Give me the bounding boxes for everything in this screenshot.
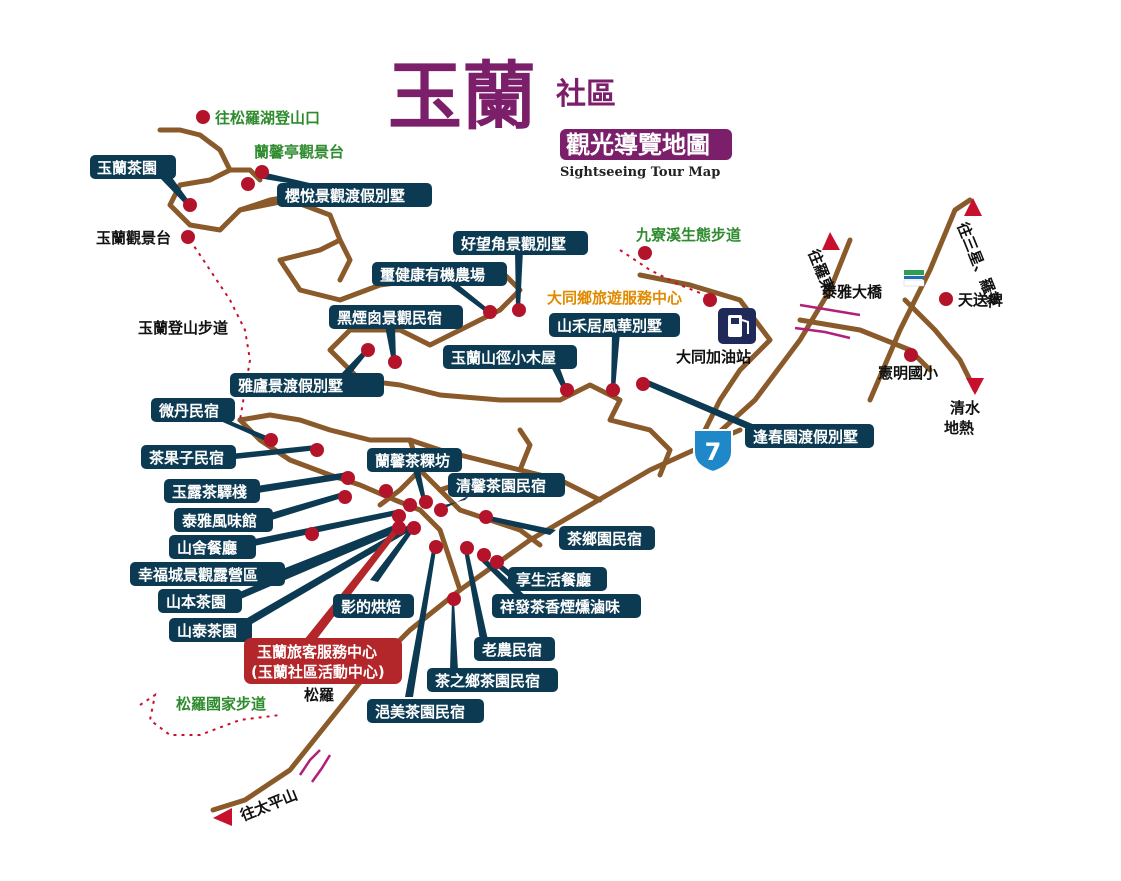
box-shantai: 山泰茶園 [177, 622, 237, 640]
box-chaguozi: 茶果子民宿 [149, 449, 224, 467]
location-marker-icon [241, 177, 255, 191]
arrow-sanxing-icon [964, 198, 982, 216]
service-center-leader [300, 527, 400, 648]
location-marker-icon [255, 165, 269, 179]
box-chazhixiang: 茶之鄉茶園民宿 [435, 672, 540, 690]
box-haowangjiao: 好望角景觀別墅 [460, 235, 566, 253]
location-marker-icon [407, 521, 421, 535]
box-shanhe: 山禾居風華別墅 [557, 317, 662, 335]
title-subtitle: 觀光導覽地圖 [566, 130, 710, 159]
label-luodong: 往羅東 [804, 247, 838, 295]
location-marker-icon [434, 503, 448, 517]
box-shanben: 山本茶園 [166, 593, 226, 611]
title-main: 玉蘭 [388, 54, 536, 140]
direction-arrows [213, 198, 984, 826]
location-marker-icon [392, 509, 406, 523]
location-marker-icon [310, 443, 324, 457]
label-gas-station: 大同加油站 [676, 348, 751, 366]
box-yingyue-villa: 櫻悅景觀渡假別墅 [284, 187, 405, 205]
location-marker-icon [490, 555, 504, 569]
arrow-qingshui-icon [966, 378, 984, 395]
box-fengchun: 逢春園渡假別墅 [753, 428, 858, 446]
location-marker-icon [636, 377, 650, 391]
location-marker-icon [196, 110, 210, 124]
location-marker-icon [512, 303, 526, 317]
label-jiuliao-trail: 九寮溪生態步道 [635, 226, 741, 244]
title-english: Sightseeing Tour Map [560, 165, 720, 180]
location-marker-icon [341, 471, 355, 485]
label-lanxin-pavilion: 蘭馨亭觀景台 [254, 143, 344, 161]
arrow-luodong-icon [822, 232, 840, 250]
location-marker-icon [703, 293, 717, 307]
location-dots [181, 110, 953, 682]
label-datong-center: 大同鄉旅遊服務中心 [547, 289, 682, 307]
location-marker-icon [183, 198, 197, 212]
label-yulan-viewpoint: 玉蘭觀景台 [96, 229, 171, 247]
convenience-store-icon [903, 270, 925, 287]
location-marker-icon [429, 540, 443, 554]
trails [139, 239, 706, 736]
box-shanshe: 山舍餐廳 [177, 539, 237, 557]
box-yingde: 影的烘焙 [341, 598, 401, 616]
location-marker-icon [479, 510, 493, 524]
box-yulan-cabin: 玉蘭山徑小木屋 [451, 349, 556, 367]
box-happy-city: 幸福城景觀露營區 [138, 566, 258, 584]
location-marker-icon [460, 541, 474, 555]
arrow-taipingshan-icon [213, 808, 232, 826]
label-taiya-bridge: 泰雅大橋 [821, 283, 883, 301]
location-marker-icon [403, 498, 417, 512]
location-marker-icon [264, 433, 278, 447]
subtitle-bg [560, 129, 732, 160]
box-service-center-2: (玉蘭社區活動中心) [251, 663, 385, 681]
box-huanjian-farm: 璽健康有機農場 [379, 266, 485, 284]
box-yalu: 雅廬景渡假別墅 [237, 377, 343, 395]
box-yimei: 浥美茶園民宿 [375, 703, 465, 721]
label-songluo-lake: 往松羅湖登山口 [215, 109, 320, 127]
label-to-taipingshan: 往太平山 [238, 786, 300, 825]
location-marker-icon [338, 490, 352, 504]
location-marker-icon [560, 383, 574, 397]
box-chaxiang: 茶鄉園民宿 [567, 530, 642, 548]
label-tiansongpi: 天送埤 [958, 291, 1003, 309]
gas-station-icon [718, 308, 756, 344]
label-xianming: 憲明國小 [877, 364, 938, 382]
label-boxes: 玉蘭茶園 櫻悅景觀渡假別墅 好望角景觀別墅 璽健康有機農場 黑煙囪景觀民宿 山禾… [90, 155, 874, 723]
box-yulan-tea-garden: 玉蘭茶園 [97, 159, 157, 177]
location-marker-icon [483, 305, 497, 319]
box-weidan: 微丹民宿 [158, 402, 219, 420]
box-xiangsheng: 享生活餐廳 [516, 571, 591, 589]
label-yulan-trail: 玉蘭登山步道 [138, 319, 228, 337]
label-songluo: 松羅 [304, 686, 334, 704]
location-marker-icon [904, 348, 918, 362]
bridges [298, 303, 861, 783]
label-songluo-trail: 松羅國家步道 [176, 695, 266, 713]
location-marker-icon [361, 343, 375, 357]
route-7-shield: 7 [693, 429, 733, 474]
box-yulu: 玉露茶驛棧 [172, 483, 247, 501]
box-xiangfa: 祥發茶香煙燻滷味 [500, 598, 620, 616]
location-marker-icon [939, 292, 953, 306]
box-taiya-flavor: 泰雅風味館 [181, 512, 257, 530]
location-marker-icon [388, 355, 402, 369]
location-marker-icon [379, 484, 393, 498]
location-marker-icon [447, 592, 461, 606]
box-service-center-1: 玉蘭旅客服務中心 [257, 643, 377, 661]
location-marker-icon [477, 548, 491, 562]
location-marker-icon [181, 230, 195, 244]
location-marker-icon [305, 527, 319, 541]
box-qingxin: 清馨茶園民宿 [456, 477, 546, 495]
location-marker-icon [638, 246, 652, 260]
box-heiyanyin: 黑煙囪景觀民宿 [337, 309, 442, 327]
title-sub: 社區 [556, 77, 616, 112]
box-laonong: 老農民宿 [481, 641, 542, 659]
label-qingshui: 清水地熱 [944, 399, 981, 437]
location-marker-icon [419, 495, 433, 509]
location-marker-icon [606, 383, 620, 397]
map-title: 玉蘭 社區 觀光導覽地圖 Sightseeing Tour Map [388, 54, 732, 180]
route-number: 7 [705, 438, 722, 466]
location-marker-icon [392, 521, 406, 535]
box-lanxin-kuei: 蘭馨茶粿坊 [375, 452, 450, 470]
